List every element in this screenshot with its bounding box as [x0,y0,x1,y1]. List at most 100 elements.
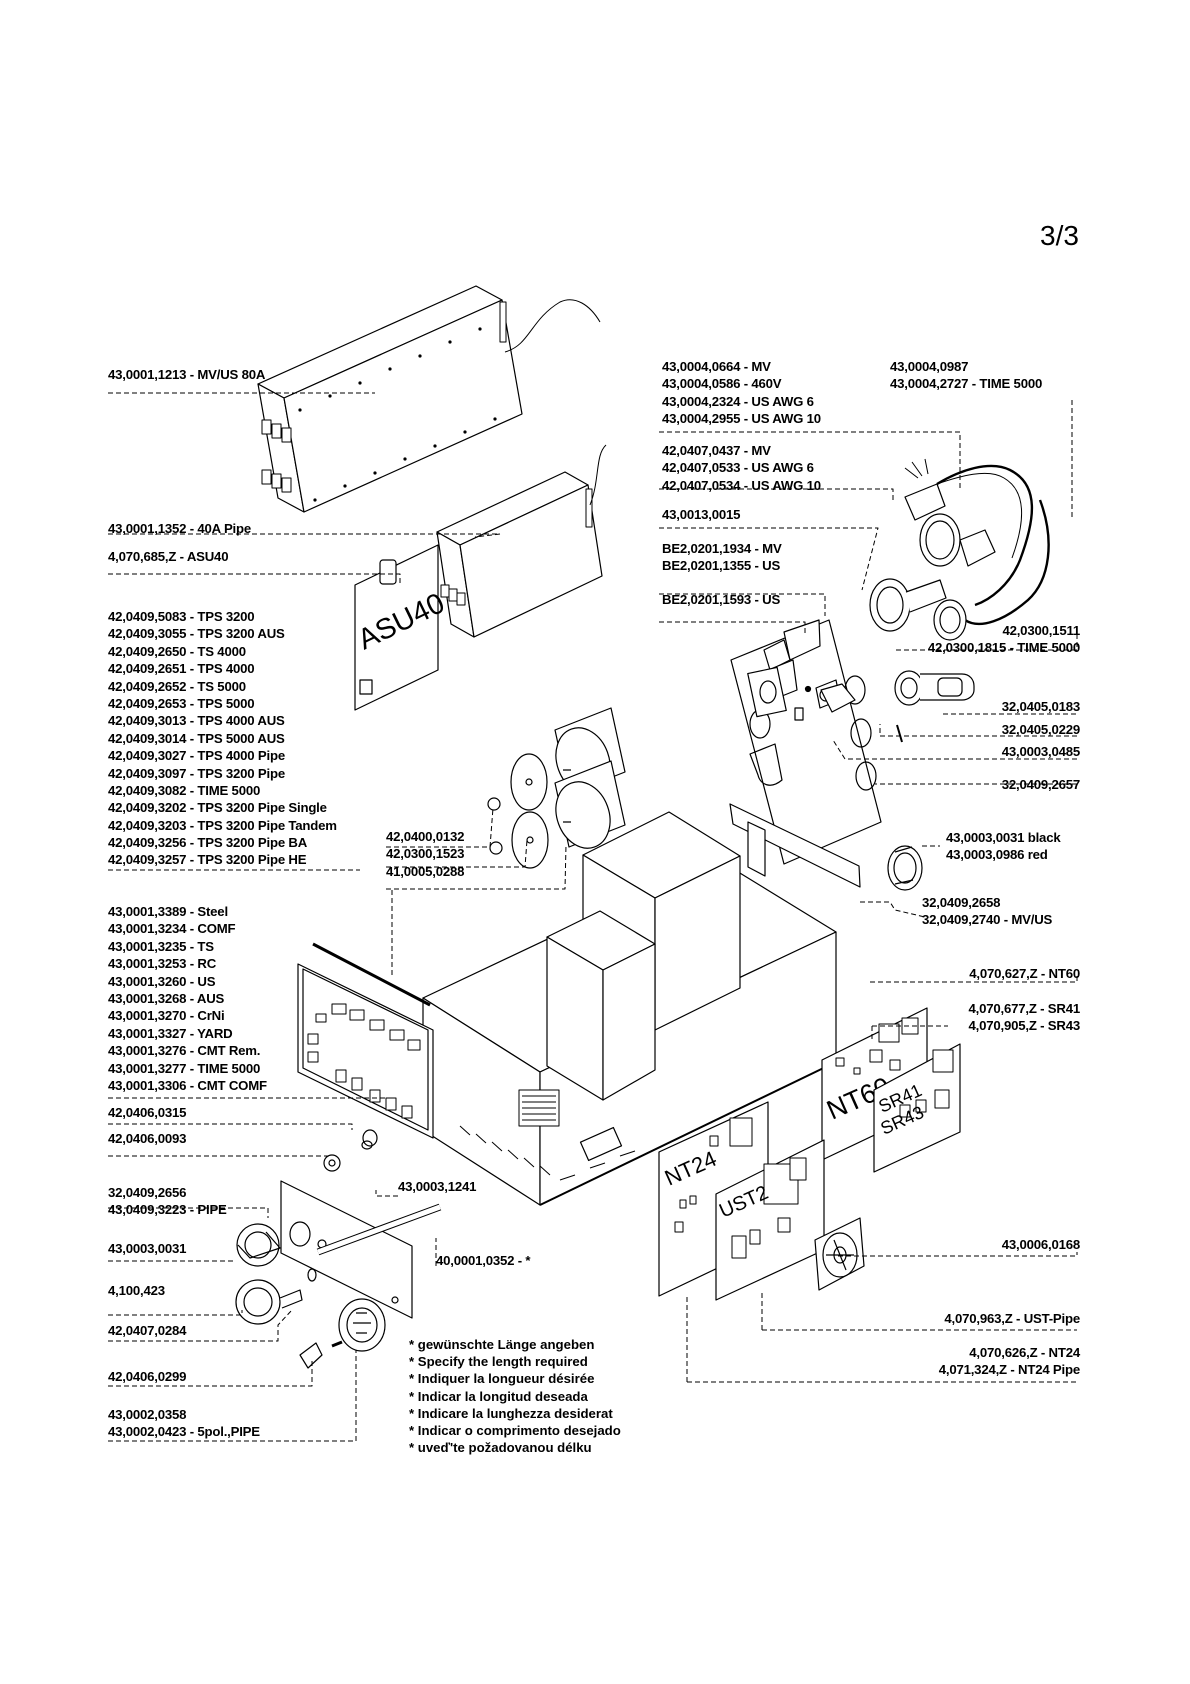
callout-line: 43,0001,3268 - AUS [108,990,225,1006]
callout-line: 42,0409,3014 - TPS 5000 AUS [108,730,285,746]
callout-line: 42,0406,0299 [108,1369,187,1384]
callout-line: 4,070,963,Z - UST-Pipe [944,1311,1080,1326]
callout-filter-40a: 43,0001,1352 - 40A Pipe [108,520,251,537]
callout-line: BE2,0201,1593 - US [662,592,781,607]
footnote-line: * Specify the length required [409,1354,588,1370]
callout-line: 43,0003,0485 [1001,744,1080,759]
footnote-line: * Indiquer la longueur désirée [409,1371,595,1387]
callout-line: 43,0003,0986 red [946,847,1048,863]
callout-sr41-sr43: 4,070,677,Z - SR41 4,070,905,Z - SR43 [969,1000,1081,1035]
callout-line: 43,0004,0987 [890,359,969,374]
callout-rear-panel: 32,0409,2657 [1002,776,1080,793]
footnote-line: * Indicare la lunghezza desiderat [409,1405,613,1421]
callout-line: 4,070,685,Z - ASU40 [108,549,229,564]
callout-line: 43,0001,3277 - TIME 5000 [108,1060,261,1076]
callout-line: 42,0409,2652 - TS 5000 [108,678,246,694]
callout-line: 43,0006,0168 [1001,1237,1080,1252]
sr41-sr43-board: SR41 SR43 [873,1043,961,1173]
callout-line: 43,0004,0664 - MV [662,359,771,374]
callout-line: 42,0406,0093 [108,1131,187,1146]
callout-line: 32,0405,0183 [1001,699,1080,714]
filter-module-40a [436,444,607,638]
output-socket [236,1223,281,1267]
callout-line: BE2,0201,1934 - MV [662,541,782,556]
callout-line: 42,0300,1815 - TIME 5000 [927,640,1080,656]
callout-line: 43,0004,2955 - US AWG 10 [662,411,821,427]
callout-line: 42,0407,0284 [108,1323,187,1338]
callout-line: 43,0004,2324 - US AWG 6 [662,393,814,409]
callout-line: 42,0409,2651 - TPS 4000 [108,661,255,677]
output-socket-2 [235,1279,303,1325]
callout-socket-adapter: 4,100,423 [108,1282,165,1299]
callout-line: 43,0001,3270 - CrNi [108,1008,225,1024]
callout-line: 43,0001,3253 - RC [108,956,217,972]
callout-line: 43,0001,3389 - Steel [108,904,228,919]
callout-line: 32,0409,2740 - MV/US [922,912,1053,928]
page-number: 3/3 [1040,220,1079,251]
callout-line: 42,0409,2650 - TS 4000 [108,643,246,659]
callout-line: 43,0003,0031 [108,1241,187,1256]
callout-knob-cap: 42,0406,0093 [108,1130,186,1147]
callout-line: 43,0001,3276 - CMT Rem. [108,1043,261,1059]
callout-socket: 43,0003,0031 [108,1240,186,1257]
callout-line: 43,0001,3235 - TS [108,938,214,954]
callout-line: 4,100,423 [108,1283,165,1298]
gas-valve-parts [747,619,975,891]
callout-fan: 43,0006,0168 [1002,1236,1080,1253]
callout-cap: 42,0406,0299 [108,1368,186,1385]
leader-lines [108,392,1078,1442]
callout-line: 42,0409,3013 - TPS 4000 AUS [108,713,285,729]
callout-nt60: 4,070,627,Z - NT60 [969,965,1080,982]
callout-line: 41,0005,0288 [386,863,465,879]
footnote-line: * uveď'te požadovanou délku [409,1440,592,1456]
callout-connector-cap: 32,0405,0183 [1002,698,1080,715]
callout-line: 32,0409,2656 [108,1185,187,1200]
callout-line: 4,071,324,Z - NT24 Pipe [938,1362,1080,1378]
callout-line: 42,0409,3256 - TPS 3200 Pipe BA [108,835,308,851]
callout-line: 42,0300,1511 [1002,623,1080,638]
callout-line: 43,0001,3234 - COMF [108,921,236,937]
callout-line: 43,0001,1213 - MV/US 80A [108,367,266,382]
footnote-line: * Indicar o comprimento desejado [409,1422,621,1438]
footnote-line: * Indicar la longitud deseada [409,1388,588,1404]
callout-line: 42,0407,0533 - US AWG 6 [662,460,814,476]
callout-line: BE2,0201,1355 - US [662,558,781,574]
remote-connector [331,1298,386,1352]
mains-cable-assembly [869,458,1050,641]
callout-line: 42,0409,3203 - TPS 3200 Pipe Tandem [108,817,337,833]
front-control-panel [297,963,434,1139]
cooling-fan [814,1217,865,1291]
callout-line: 43,0001,3327 - YARD [108,1025,233,1041]
callout-line: 43,0001,1352 - 40A Pipe [108,521,252,536]
callout-line: 43,0004,2727 - TIME 5000 [890,376,1043,392]
callout-filter-80a: 43,0001,1213 - MV/US 80A [108,366,265,383]
callout-line: 4,070,677,Z - SR41 [968,1001,1081,1016]
callout-line: 32,0409,2658 [922,895,1001,910]
callout-valve-us: BE2,0201,1593 - US [662,591,780,608]
callout-partition: 32,0409,2658 32,0409,2740 - MV/US [922,894,1052,929]
callout-line: 42,0300,1523 [386,846,465,862]
callout-line: 42,0400,0132 [386,829,465,844]
callout-line: 43,0013,0015 [662,507,741,522]
callout-line: 4,070,905,Z - SR43 [968,1018,1081,1034]
callout-hose: 40,0001,0352 - * [436,1252,531,1269]
callout-grommet: 43,0003,1241 [398,1178,476,1195]
callout-line: 43,0004,0586 - 460V [662,376,782,392]
callout-line: 42,0409,2653 - TPS 5000 [108,695,255,711]
callout-line: 42,0406,0315 [108,1105,187,1120]
callout-line: 42,0409,3097 - TPS 3200 Pipe [108,765,285,781]
callout-line: 43,0003,0031 black [946,830,1061,845]
callout-bracket: 43,0013,0015 [662,506,740,523]
length-footnotes: * gewünschte Länge angeben * Specify the… [409,1336,621,1456]
callout-connector-seal: 32,0405,0229 [1002,721,1080,738]
callout-line: 43,0001,3306 - CMT COMF [108,1077,267,1093]
callout-coupling: 42,0407,0284 [108,1322,186,1339]
